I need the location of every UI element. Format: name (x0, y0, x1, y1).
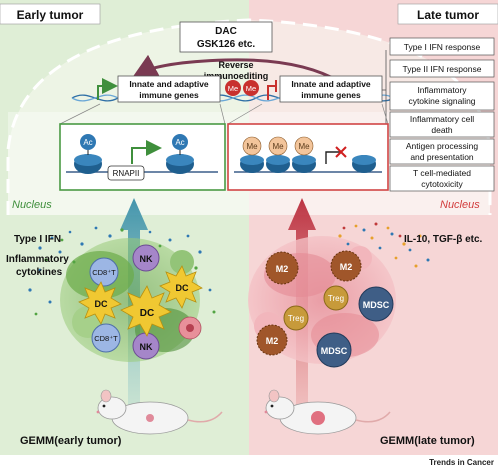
nucleosome-left-1: Ac (74, 134, 102, 174)
nucleosome-right-3: Me (292, 136, 316, 173)
response-6a: T cell-mediated (413, 168, 471, 178)
right-repressor (267, 85, 276, 100)
nucleus-label-left: Nucleus (12, 199, 52, 211)
drug-line1: DAC (215, 26, 237, 37)
m2-cell-bottom: M2 (256, 324, 288, 356)
svg-text:M2: M2 (266, 336, 279, 346)
svg-text:M2: M2 (340, 262, 353, 272)
response-3a: Inflammatory (417, 85, 467, 95)
response-4b: death (431, 125, 453, 135)
nucleosome-right-2: Me (266, 136, 290, 173)
early-mouse (96, 389, 223, 435)
left-promoter-arrow (97, 78, 118, 100)
reverse-line2: immunoediting (204, 71, 269, 81)
late-tme: M2 M2 M2 Treg Treg MDSC MDSC (248, 222, 430, 368)
response-box-6 (389, 165, 495, 192)
early-tme: NK NK CD8⁺T CD8⁺T DC DC DC (28, 226, 216, 362)
type1-ifn-label: Type I IFN (14, 234, 61, 245)
svg-text:M2: M2 (276, 264, 289, 274)
left-gene-line2: immune genes (139, 90, 199, 100)
svg-text:DC: DC (95, 299, 108, 309)
response-5a: Antigen processing (406, 141, 479, 151)
response-box-1 (389, 37, 495, 56)
svg-text:Treg: Treg (328, 294, 344, 303)
svg-text:MDSC: MDSC (363, 300, 390, 310)
late-mouse (264, 389, 391, 435)
cd8-t-cell-bottom: CD8⁺T (91, 323, 121, 353)
svg-text:RNAPII: RNAPII (113, 169, 140, 178)
response-box-3 (389, 81, 495, 111)
late-gemm-label: GEMM(late tumor) (380, 435, 475, 447)
svg-text:Me: Me (228, 84, 238, 93)
response-5b: and presentation (410, 152, 474, 162)
svg-text:Me: Me (272, 142, 284, 151)
rnapii: RNAPII (107, 165, 145, 181)
svg-text:NK: NK (140, 254, 153, 264)
right-gene-line2: immune genes (301, 90, 361, 100)
cd8-t-cell-top: CD8⁺T (89, 257, 119, 287)
nk-cell-bottom: NK (132, 332, 160, 360)
response-2: Type II IFN response (403, 64, 482, 74)
right-gene-box (279, 75, 383, 103)
response-box-4 (389, 111, 495, 138)
response-box-5 (389, 138, 495, 165)
m2-cell-top-right: M2 (330, 250, 362, 282)
inflammatory-label: Inflammatory (6, 254, 69, 265)
drug-line2: GSK126 etc. (197, 39, 256, 50)
m2-cell-top-left: M2 (265, 251, 299, 285)
early-tumor-title: Early tumor (17, 8, 84, 22)
response-3b: cytokine signaling (408, 96, 475, 106)
right-gene-line1: Innate and adaptive (291, 79, 371, 89)
svg-text:MDSC: MDSC (321, 346, 348, 356)
response-list: Type I IFN response Type II IFN response… (389, 37, 495, 192)
treg-cell-bottom: Treg (283, 305, 309, 331)
dc-cell-right: DC (159, 265, 203, 309)
dc-cell-center: DC (120, 285, 172, 337)
svg-text:Treg: Treg (288, 314, 304, 323)
svg-text:CD8⁺T: CD8⁺T (94, 334, 118, 343)
me-mark-1: Me (225, 80, 241, 96)
svg-text:DC: DC (140, 308, 154, 319)
nucleus-label-right: Nucleus (440, 199, 480, 211)
svg-text:Ac: Ac (83, 138, 92, 147)
treg-cell-top: Treg (323, 285, 349, 311)
nucleosome-right-1: Me (240, 136, 264, 173)
svg-text:CD8⁺T: CD8⁺T (92, 268, 116, 277)
drug-box (179, 21, 273, 53)
blocked-transcription (325, 146, 347, 164)
dc-cell-left: DC (78, 281, 122, 325)
credit-label: Trends in Cancer (429, 458, 494, 467)
cytokines-label: cytokines (16, 267, 63, 278)
transcription-arrow (131, 140, 162, 164)
svg-text:NK: NK (140, 342, 153, 352)
left-gene-line1: Innate and adaptive (129, 79, 209, 89)
mdsc-cell-bottom: MDSC (316, 332, 352, 368)
nk-cell-top: NK (132, 244, 160, 272)
response-box-2 (389, 59, 495, 78)
reverse-arrow (132, 54, 341, 84)
svg-text:DC: DC (176, 283, 189, 293)
svg-text:Ac: Ac (175, 138, 184, 147)
svg-text:Me: Me (246, 142, 258, 151)
left-gene-box (117, 75, 221, 103)
response-4a: Inflammatory cell (410, 114, 474, 124)
me-mark-2: Me (243, 80, 259, 96)
mdsc-cell-right: MDSC (358, 286, 394, 322)
reverse-line1: Reverse (218, 60, 253, 70)
nucleosome-right-4 (352, 155, 376, 173)
il10-tgfb-label: IL-10, TGF-β etc. (404, 234, 483, 245)
svg-text:Me: Me (298, 142, 310, 151)
response-6b: cytotoxicity (421, 179, 463, 189)
early-gemm-label: GEMM(early tumor) (20, 435, 122, 447)
svg-text:Me: Me (246, 84, 256, 93)
nucleosome-left-2: Ac (166, 134, 194, 174)
late-tumor-title: Late tumor (417, 8, 479, 22)
response-1: Type I IFN response (404, 42, 481, 52)
